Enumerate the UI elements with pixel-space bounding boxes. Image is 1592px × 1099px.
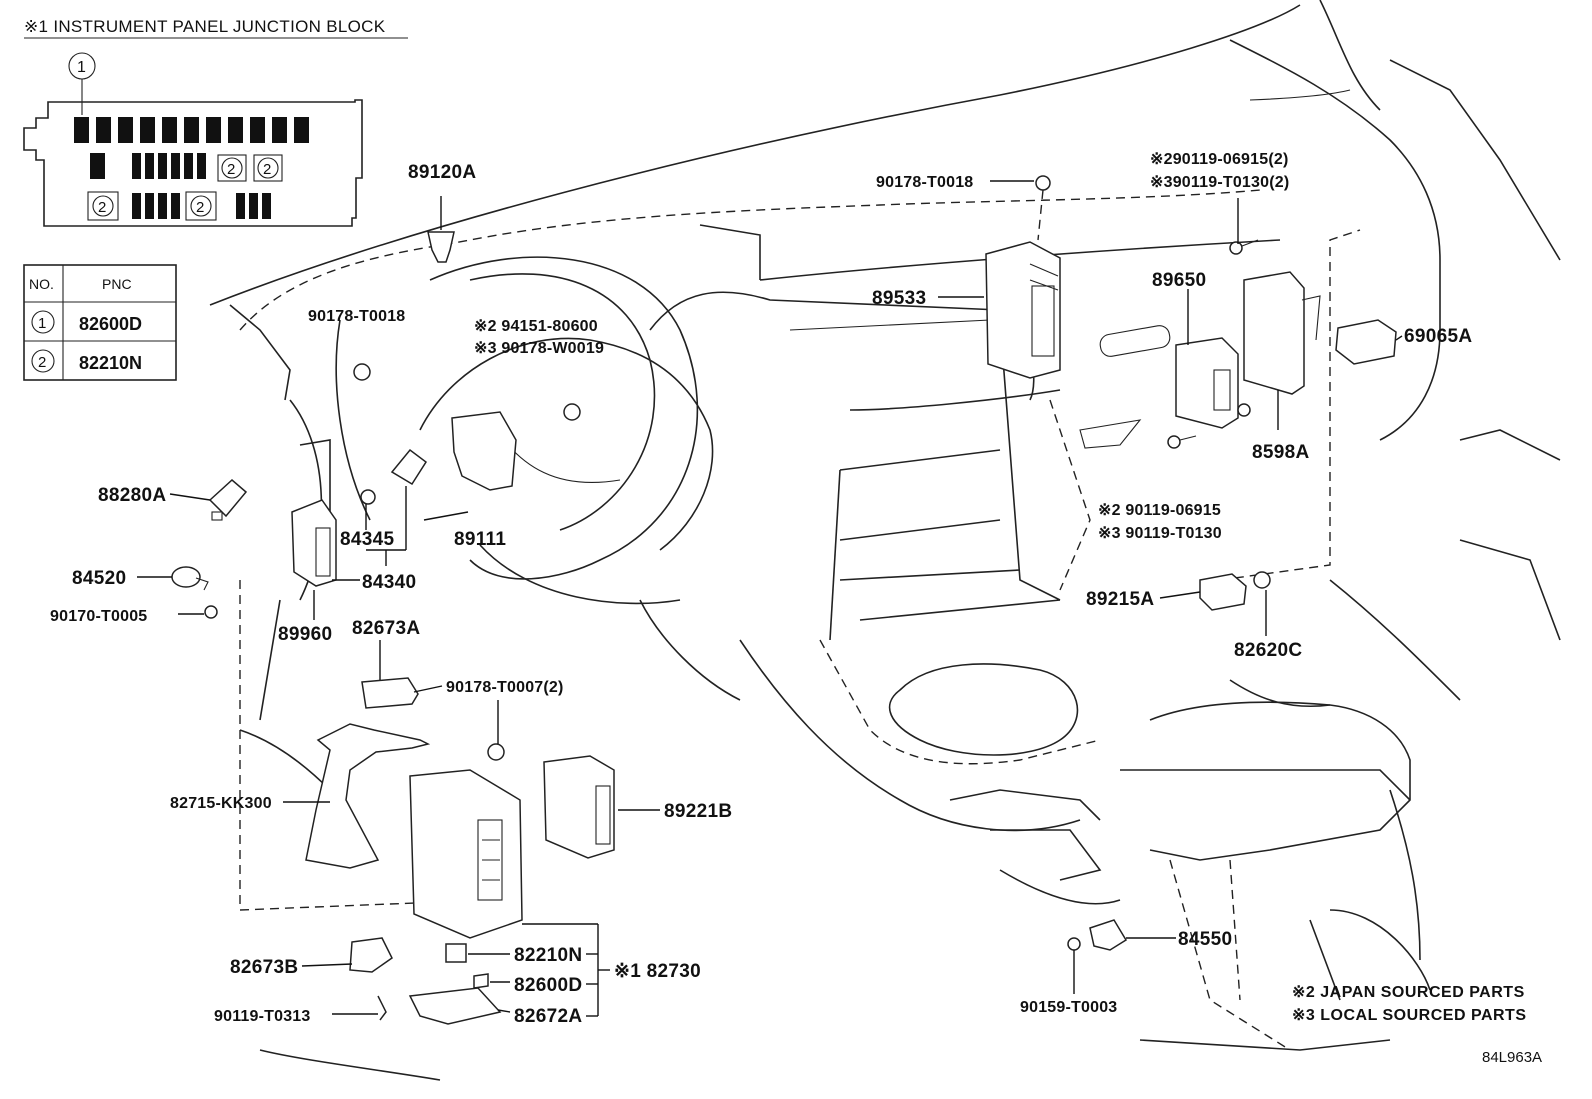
- note-japan-sourced: ※2 JAPAN SOURCED PARTS: [1292, 984, 1525, 1001]
- label-90159-T0003: 90159-T0003: [1020, 999, 1117, 1016]
- label-82673A: 82673A: [352, 618, 420, 639]
- part-89960-sensor: [291, 499, 337, 587]
- label-89221B: 89221B: [664, 801, 732, 822]
- part-88280A-switch: [208, 478, 248, 521]
- dashboard-outline: [209, 0, 1561, 1081]
- pnc-table: NO. PNC 1 82600D 2 82210N: [23, 264, 177, 381]
- label-82730: ※1 82730: [614, 961, 701, 982]
- label-89120A: 89120A: [408, 162, 476, 183]
- junction-block-inset: ※1 INSTRUMENT PANEL JUNCTION BLOCK 1 2 2: [23, 17, 408, 227]
- label-90119-06915-2: ※290119-06915(2): [1150, 151, 1289, 168]
- part-89221B-module: [543, 755, 615, 859]
- part-82673A-cover: [361, 677, 419, 709]
- part-89111-bracket: [353, 363, 581, 491]
- label-88280A: 88280A: [98, 485, 166, 506]
- part-84550-switch: [1067, 919, 1128, 951]
- part-89650-module: [1175, 337, 1251, 429]
- label-90178-T0018-upper: 90178-T0018: [876, 174, 973, 191]
- label-90119-T0130: ※3 90119-T0130: [1098, 525, 1222, 542]
- label-84550: 84550: [1178, 929, 1232, 950]
- label-90119-T0130-2: ※390119-T0130(2): [1150, 174, 1289, 191]
- label-90178-T0018-lower: 90178-T0018: [308, 308, 405, 325]
- svg-text:2: 2: [263, 161, 271, 178]
- relay-boxes-row-2: 2 2: [217, 154, 283, 182]
- label-82715-KK300: 82715-KK300: [170, 795, 272, 812]
- table-row-1-pnc: 82600D: [79, 314, 142, 334]
- part-82673B-cover: [349, 937, 393, 1021]
- svg-text:2: 2: [98, 199, 106, 216]
- table-row-2-pnc: 82210N: [79, 353, 142, 373]
- fuse-row-2: [90, 153, 206, 179]
- label-90178-T0007: 90178-T0007(2): [446, 679, 564, 696]
- table-header-pnc: PNC: [102, 276, 132, 292]
- bolts: [1167, 239, 1259, 449]
- label-89960: 89960: [278, 624, 332, 645]
- note-local-sourced: ※3 LOCAL SOURCED PARTS: [1292, 1007, 1527, 1024]
- part-82730-junction-block: [409, 769, 523, 939]
- junction-block-title: ※1 INSTRUMENT PANEL JUNCTION BLOCK: [24, 17, 386, 36]
- part-84520-switch: [171, 566, 218, 619]
- svg-text:2: 2: [196, 199, 204, 216]
- label-84520: 84520: [72, 568, 126, 589]
- svg-text:2: 2: [227, 161, 235, 178]
- label-82673B: 82673B: [230, 957, 298, 978]
- table-row-1-no: 1: [38, 315, 46, 332]
- table-row-1-circle: [31, 310, 55, 334]
- part-89120A: [427, 196, 455, 263]
- label-89650: 89650: [1152, 270, 1206, 291]
- label-84345: 84345: [340, 529, 394, 550]
- part-labels: 89120A 90178-T0018 89533 ※290119-06915(2…: [50, 151, 1472, 1027]
- label-89533: 89533: [872, 288, 926, 309]
- part-82715-KK300-bracket: [305, 723, 505, 869]
- label-89111: 89111: [454, 529, 506, 550]
- label-90119-T0313: 90119-T0313: [214, 1008, 311, 1025]
- part-8598A-relay: [1243, 271, 1321, 395]
- table-row-2-no: 2: [38, 354, 46, 371]
- fuse-row-1: [74, 117, 309, 143]
- part-89215A-sensor: [1199, 571, 1271, 611]
- footnotes: ※2 JAPAN SOURCED PARTS ※3 LOCAL SOURCED …: [1292, 984, 1542, 1066]
- table-row-2-circle: [31, 349, 55, 373]
- label-82210N: 82210N: [514, 945, 582, 966]
- label-94151-80600: ※2 94151-80600: [474, 318, 598, 335]
- label-84340: 84340: [362, 572, 416, 593]
- diagram-id: 84L963A: [1482, 1049, 1542, 1066]
- label-90178-W0019: ※3 90178-W0019: [474, 340, 604, 357]
- label-90119-06915: ※2 90119-06915: [1098, 502, 1221, 519]
- part-82600D-fuse: [473, 973, 489, 989]
- label-82672A: 82672A: [514, 1006, 582, 1027]
- table-header-no: NO.: [29, 276, 54, 292]
- label-69065A: 69065A: [1404, 326, 1472, 347]
- label-82620C: 82620C: [1234, 640, 1302, 661]
- part-82210N-relay: [445, 943, 467, 963]
- fuse-row-3: 2 2: [87, 191, 271, 221]
- label-82600D: 82600D: [514, 975, 582, 996]
- part-84345-switch: [360, 448, 428, 505]
- junction-block-outline: [23, 99, 363, 227]
- part-82672A-cover: [408, 987, 502, 1025]
- label-8598A: 8598A: [1252, 442, 1310, 463]
- label-89215A: 89215A: [1086, 589, 1154, 610]
- label-90170-T0005: 90170-T0005: [50, 608, 147, 625]
- callout-1: 1: [77, 59, 86, 76]
- part-69065A-switch: [1335, 319, 1397, 365]
- leader-lines: [137, 180, 1403, 1017]
- part-89533-ecu: [985, 175, 1061, 379]
